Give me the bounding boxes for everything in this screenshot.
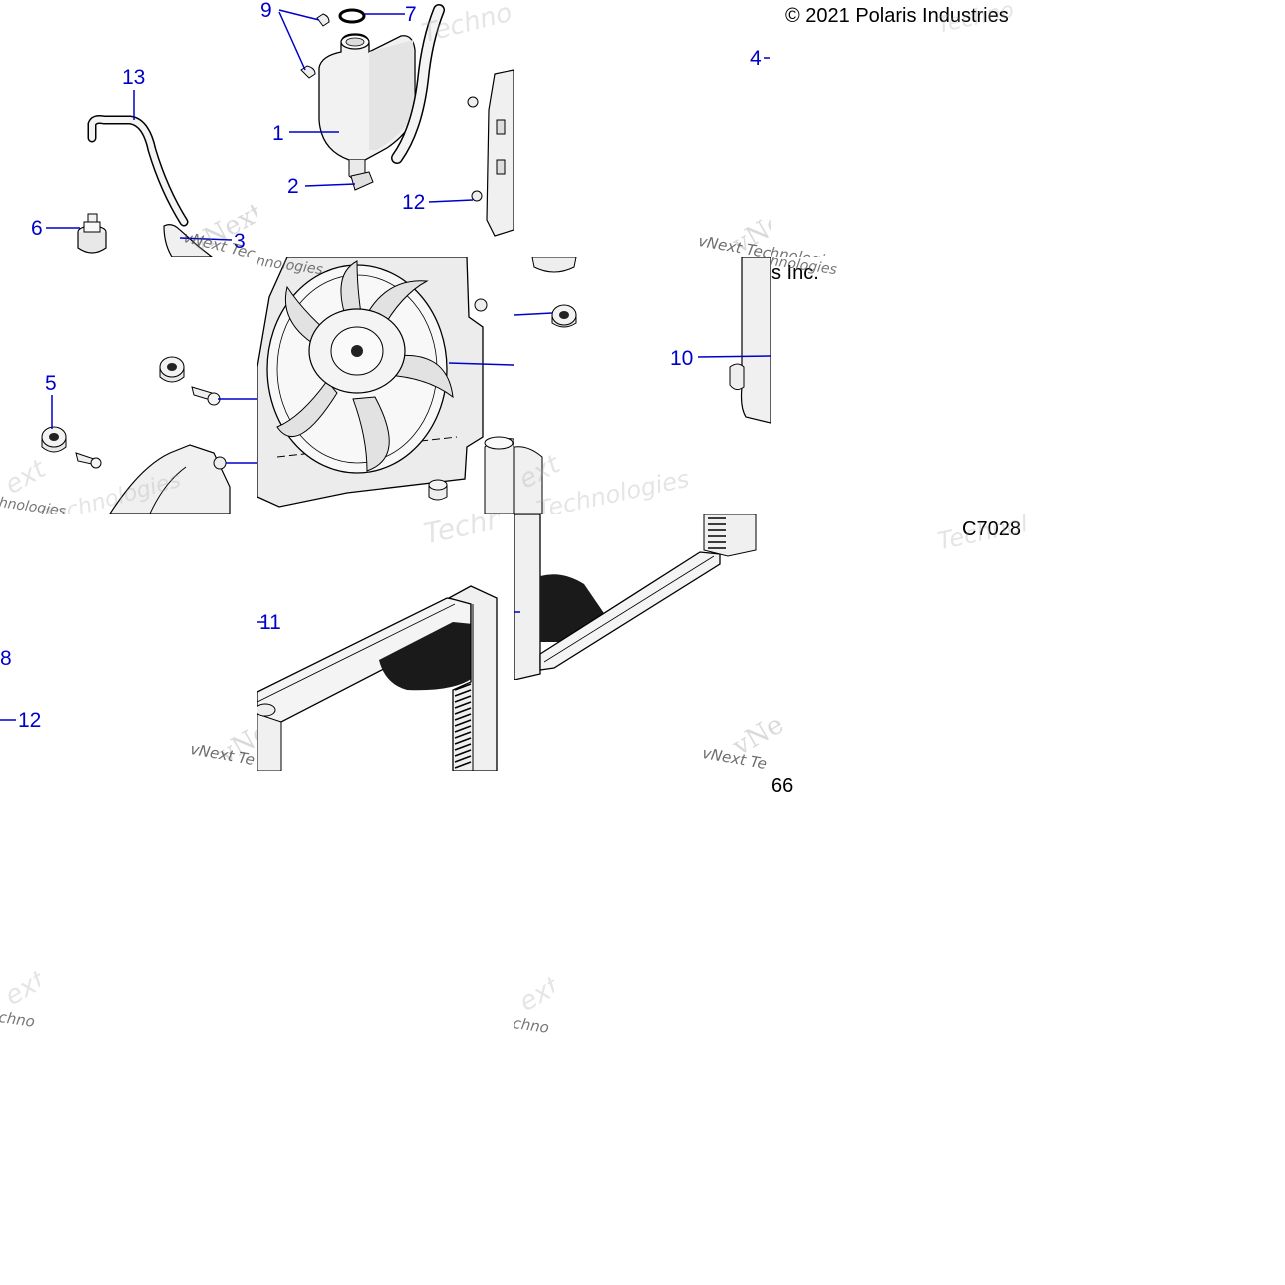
watermark-ext-3: ext bbox=[0, 965, 40, 1012]
grommet-right-drawing bbox=[514, 257, 577, 514]
callout-1: 1 bbox=[272, 122, 284, 145]
callout-5: 5 bbox=[45, 372, 57, 395]
callout-4: 4 bbox=[750, 47, 762, 70]
watermark-vnext-te-3: vNext Te bbox=[700, 744, 769, 774]
page-number-fragment: 66 bbox=[771, 775, 794, 797]
callout-8: 8 bbox=[0, 647, 12, 670]
tile-r2-c2: hnologies bbox=[257, 257, 514, 514]
tile-r2-c1: 5 ext Technologies hnologies bbox=[0, 257, 257, 514]
leader-10 bbox=[771, 257, 1028, 514]
radiator-bottom-drawing bbox=[514, 514, 757, 680]
copyright-notice: © 2021 Polaris Industries bbox=[785, 5, 1009, 27]
leaders-left bbox=[0, 719, 16, 721]
copyright-notice-fragment: s Inc. bbox=[771, 262, 819, 284]
grommets-and-bolts-drawing bbox=[41, 356, 257, 514]
callout-7: 7 bbox=[405, 3, 417, 26]
callout-9: 9 bbox=[260, 0, 272, 22]
tile-r3-c3 bbox=[514, 514, 757, 680]
tile-r3-c1: 8 12 vNe vNext Te bbox=[0, 514, 257, 771]
callout-13: 13 bbox=[122, 66, 146, 89]
watermark-chno-2: chno bbox=[514, 1014, 551, 1037]
watermark-chno: chno bbox=[0, 1008, 37, 1031]
tile-r2-c3: ext Technologies bbox=[514, 257, 771, 514]
leader-4 bbox=[764, 57, 770, 59]
callout-6: 6 bbox=[31, 217, 43, 240]
tile-r3-c3b: vNe vNext Te 66 bbox=[514, 680, 804, 800]
tile-r2-c4: s Inc. hnologies bbox=[771, 257, 1028, 514]
callout-10: 10 bbox=[670, 347, 694, 370]
tile-r3-c2: 11 Technologies bbox=[257, 514, 500, 771]
callout-11: 11 bbox=[259, 611, 281, 634]
callout-12-bottom: 12 bbox=[18, 709, 42, 732]
callout-12-top: 12 bbox=[402, 191, 426, 214]
watermark-hnologies: hnologies bbox=[771, 244, 843, 257]
fan-assembly-drawing bbox=[257, 257, 514, 514]
reservoir-drawing bbox=[278, 4, 514, 237]
tile-r1-c2: 9 7 1 2 12 Techno bbox=[257, 0, 514, 257]
tile-r1-c1: 13 6 3 vNext vNext Tec bbox=[0, 0, 257, 257]
tile-r3-c4: C7028 Technologies bbox=[771, 514, 1028, 554]
tile-radiator-edge: 10 bbox=[660, 257, 771, 427]
tile-r4-c3: ext chno bbox=[514, 970, 554, 1040]
tile-r4-c1: ext chno bbox=[0, 964, 40, 1034]
radiator-top-drawing bbox=[257, 585, 498, 771]
watermark-vne-3: vNe bbox=[728, 709, 789, 762]
tile-r1-c3: 4 vNe vNext Tec bbox=[514, 0, 771, 257]
watermark-ext-4: ext bbox=[514, 971, 554, 1018]
drawing-code: C7028 bbox=[962, 518, 1021, 540]
tile-r1-c4: © 2021 Polaris Industries Techno hnologi… bbox=[771, 0, 1028, 257]
callout-2: 2 bbox=[287, 175, 299, 198]
hose-and-cap-drawing bbox=[46, 90, 233, 257]
callout-3: 3 bbox=[234, 230, 246, 253]
radiator-side-drawing bbox=[697, 257, 771, 424]
